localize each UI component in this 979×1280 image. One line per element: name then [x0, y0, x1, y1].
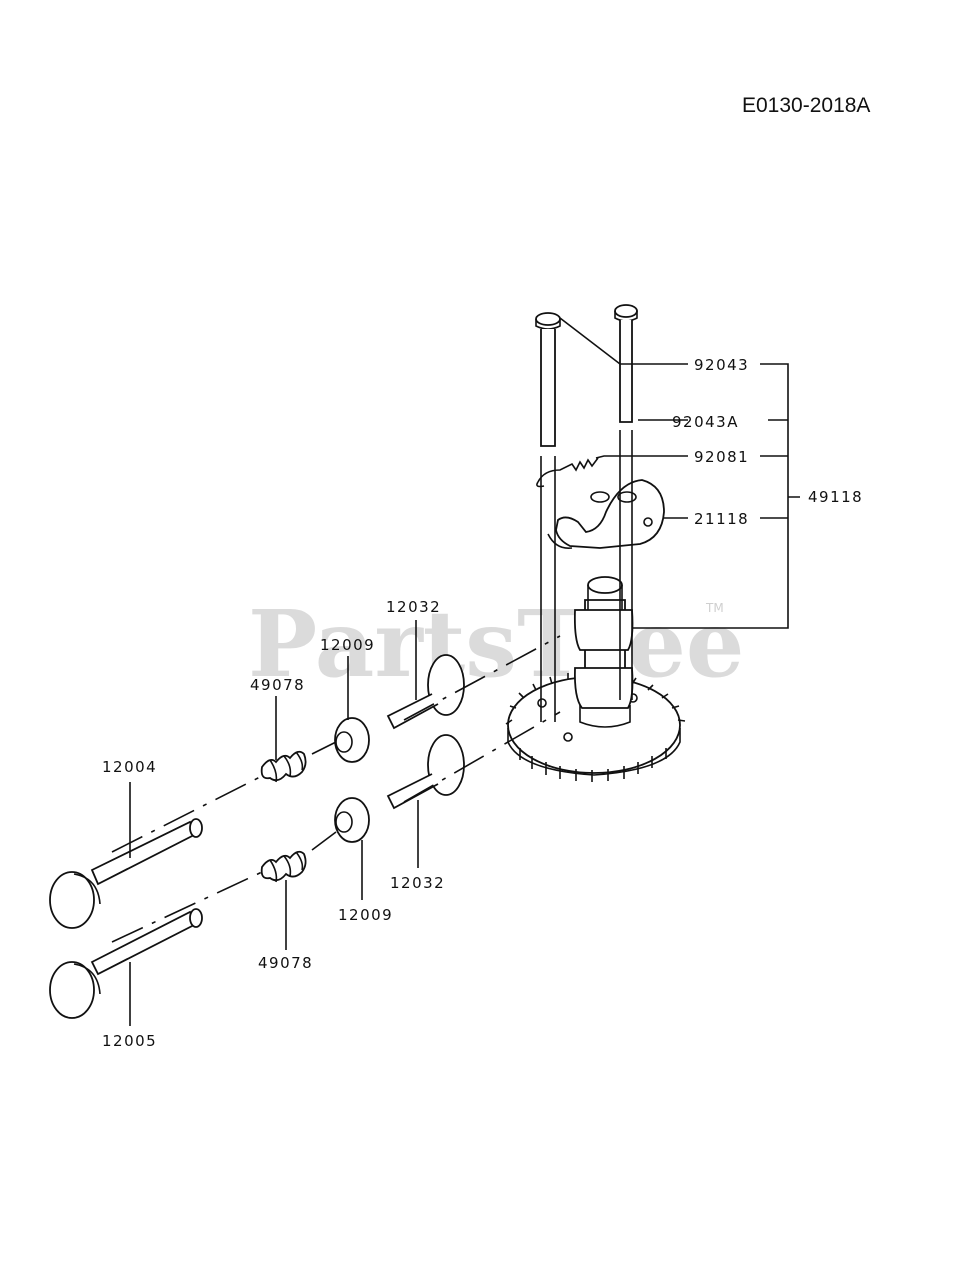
watermark-text: PartsTree: [248, 590, 744, 698]
callout-12032-upper: 12032: [386, 598, 441, 616]
spring-49078-lower: [260, 850, 307, 883]
diagram-reference-code: E0130-2018A: [742, 94, 870, 117]
watermark: PartsTree TM: [248, 590, 744, 698]
callout-12032-lower: 12032: [390, 874, 445, 892]
callout-49078-lower: 49078: [258, 954, 313, 972]
retainer-12009-upper: [334, 717, 370, 763]
gear-hole: [537, 698, 547, 708]
plate-body: [555, 479, 665, 549]
valve-12032-lower: [386, 734, 465, 810]
valve-12005: [49, 908, 203, 1019]
governor-plate: [547, 479, 665, 550]
watermark-trademark: TM: [705, 601, 724, 615]
callout-12009-upper: 12009: [320, 636, 375, 654]
callout-12005: 12005: [102, 1032, 157, 1050]
camshaft-gear: [505, 670, 686, 782]
valve-12032-upper: [386, 654, 465, 730]
callout-12009-lower: 12009: [338, 906, 393, 924]
callout-12004: 12004: [102, 758, 157, 776]
callout-49078-upper: 49078: [250, 676, 305, 694]
axis-line-upper: [111, 635, 561, 853]
callout-labels: 92043 92043A 92081 21118 49118 12032 120…: [102, 356, 863, 1050]
pin-92043A: [614, 304, 638, 423]
axis-line-lower: [111, 711, 561, 943]
retainer-12009-lower: [334, 797, 370, 843]
pin-92043: [535, 312, 561, 447]
spring-49078-upper: [260, 750, 307, 783]
callout-49118: 49118: [808, 488, 863, 506]
camshaft: [573, 576, 634, 728]
gear-hole: [563, 732, 573, 742]
callout-92043: 92043: [694, 356, 749, 374]
callout-92081: 92081: [694, 448, 749, 466]
valve-12004: [49, 818, 203, 929]
gear-rim: [507, 728, 681, 776]
spring-92081: [536, 457, 599, 488]
cam-lobe-upper: [573, 609, 634, 651]
callout-92043A: 92043A: [672, 413, 739, 431]
callout-21118: 21118: [694, 510, 749, 528]
cam-lobe-lower: [573, 667, 634, 709]
leader-lines: [129, 317, 800, 1026]
camshaft-end: [587, 576, 623, 594]
